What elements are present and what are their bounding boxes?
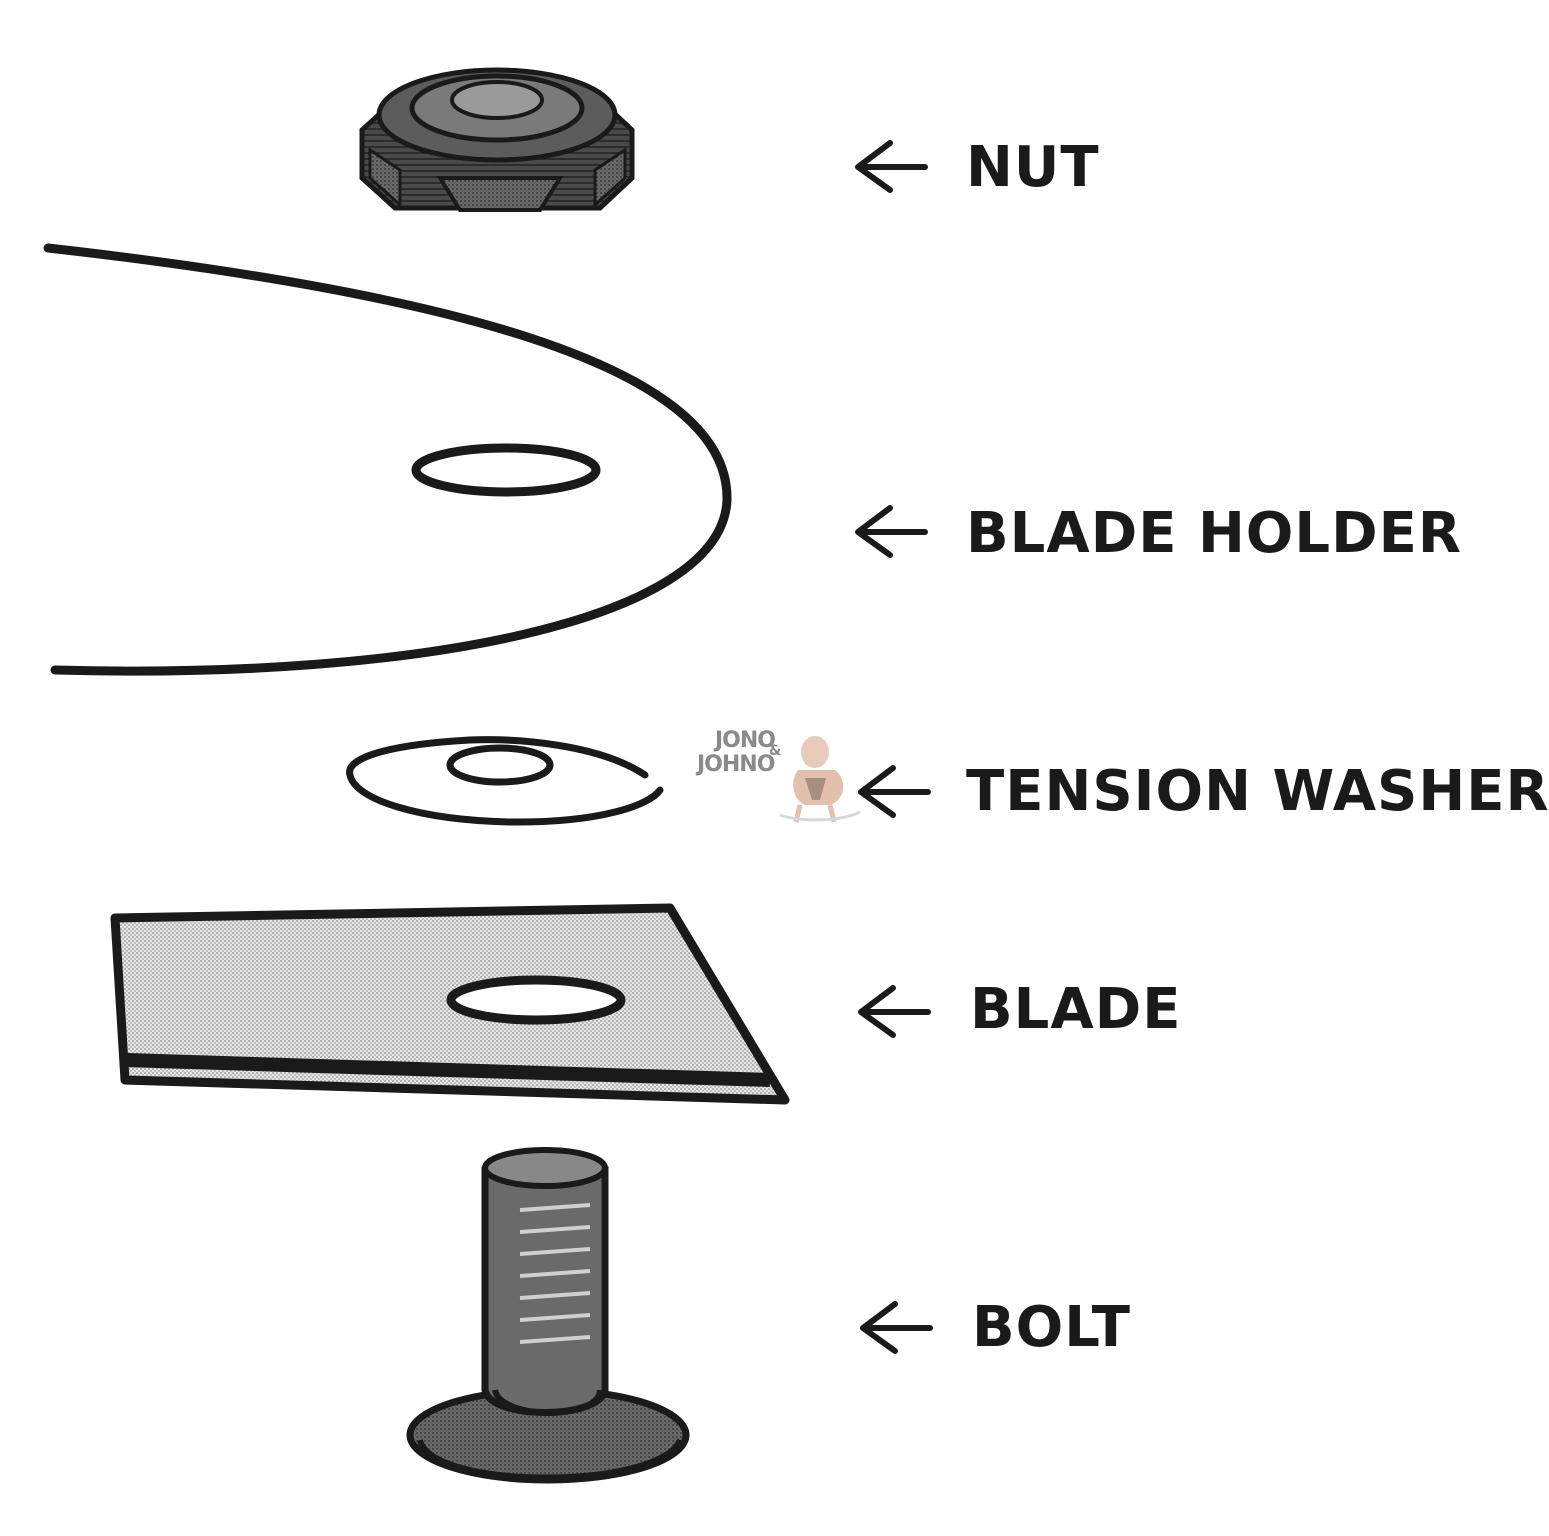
arrow-left-icon xyxy=(855,140,928,193)
arrow-left-icon xyxy=(858,765,931,818)
label-bolt: BOLT xyxy=(972,1295,1131,1360)
arrow-left-icon xyxy=(858,985,931,1038)
label-blade: BLADE xyxy=(970,977,1182,1042)
watermark-line2: JOHNO xyxy=(697,752,775,777)
label-tension-washer: TENSION WASHER xyxy=(966,759,1549,824)
arrow-left-icon xyxy=(860,1301,933,1354)
nut-illustration xyxy=(359,67,635,212)
watermark-ampersand: & xyxy=(769,743,781,759)
tension-washer-illustration xyxy=(346,736,664,826)
watermark-line1: JONO xyxy=(715,728,776,753)
label-blade-holder: BLADE HOLDER xyxy=(966,501,1462,566)
watermark-mascot-icon xyxy=(779,736,861,823)
blade-holder-illustration xyxy=(43,243,732,676)
label-nut: NUT xyxy=(966,135,1100,200)
blade-illustration xyxy=(110,903,790,1105)
watermark-logo: JONO & JOHNO xyxy=(695,728,855,808)
bolt-illustration xyxy=(406,1147,690,1484)
arrow-left-icon xyxy=(855,505,928,558)
